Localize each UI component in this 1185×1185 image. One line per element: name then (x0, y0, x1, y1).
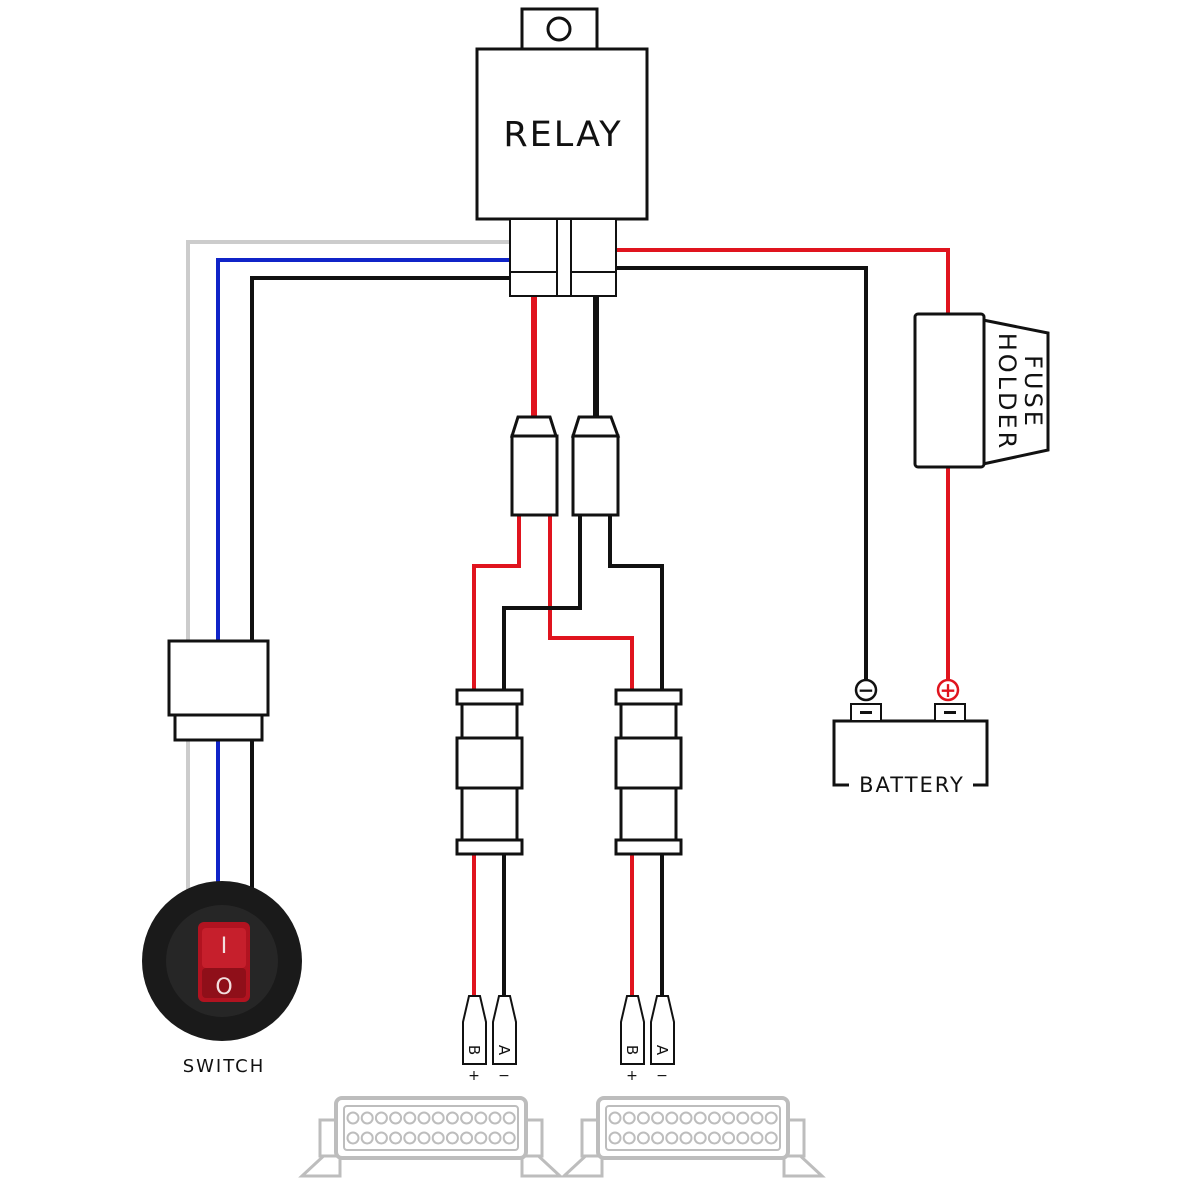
red-split-right (548, 514, 634, 692)
relay-terminal-block (509, 218, 617, 297)
switch-connector-body (167, 639, 270, 717)
fuse-holder-body (913, 312, 986, 469)
switch-connector-collar (173, 713, 264, 742)
light-bar-left-icon (298, 1096, 564, 1178)
black-switch-wire (250, 276, 512, 642)
relay-mount-hole-icon (546, 16, 572, 42)
switch-off-mark: O (215, 975, 232, 1000)
terminal-b-label: B (623, 1045, 641, 1055)
harness-plugs (509, 415, 621, 517)
rocker-switch: I O SWITCH (142, 881, 302, 1077)
inline-connector-left (455, 688, 524, 856)
battery: − + BATTERY (832, 678, 989, 797)
terminal-minus-label: − (498, 1068, 510, 1084)
red-split-left (472, 514, 521, 692)
fuse-label-line2: HOLDER (993, 333, 1021, 452)
red-plug (509, 415, 559, 517)
spade-terminals-left: B A + − (462, 995, 517, 1084)
relay: RELAY (475, 7, 649, 297)
black-battery-wire (616, 266, 868, 680)
terminal-b-label: B (465, 1045, 483, 1055)
red-fuse-wire (616, 248, 950, 315)
battery-label: BATTERY (859, 773, 965, 797)
battery-outline (832, 719, 989, 787)
black-split-right (608, 514, 664, 692)
terminal-a-label: A (653, 1045, 671, 1056)
black-split-left (502, 514, 582, 692)
terminal-a-label: A (495, 1045, 513, 1056)
switch-connector (167, 639, 270, 742)
black-plug (570, 415, 621, 517)
wires (186, 240, 950, 1000)
spade-terminals-right: B A + − (620, 995, 675, 1084)
battery-pos-sign: + (940, 678, 957, 702)
terminal-plus-label: + (468, 1068, 480, 1084)
battery-neg-icon (854, 678, 878, 702)
battery-pos-icon (936, 678, 960, 702)
inline-connector-right (614, 688, 683, 856)
fuse-holder: FUSE HOLDER (913, 312, 1050, 469)
relay-body (475, 47, 649, 221)
terminal-minus-label: − (656, 1068, 668, 1084)
relay-label: RELAY (503, 115, 622, 155)
gray-wire (186, 240, 512, 642)
blue-wire (216, 258, 512, 642)
switch-on-mark: I (221, 934, 228, 959)
switch-label: SWITCH (183, 1056, 266, 1077)
light-bar-right-icon (560, 1096, 826, 1178)
fuse-label-line1: FUSE (1019, 355, 1047, 429)
battery-neg-sign: − (858, 678, 875, 702)
terminal-plus-label: + (626, 1068, 638, 1084)
